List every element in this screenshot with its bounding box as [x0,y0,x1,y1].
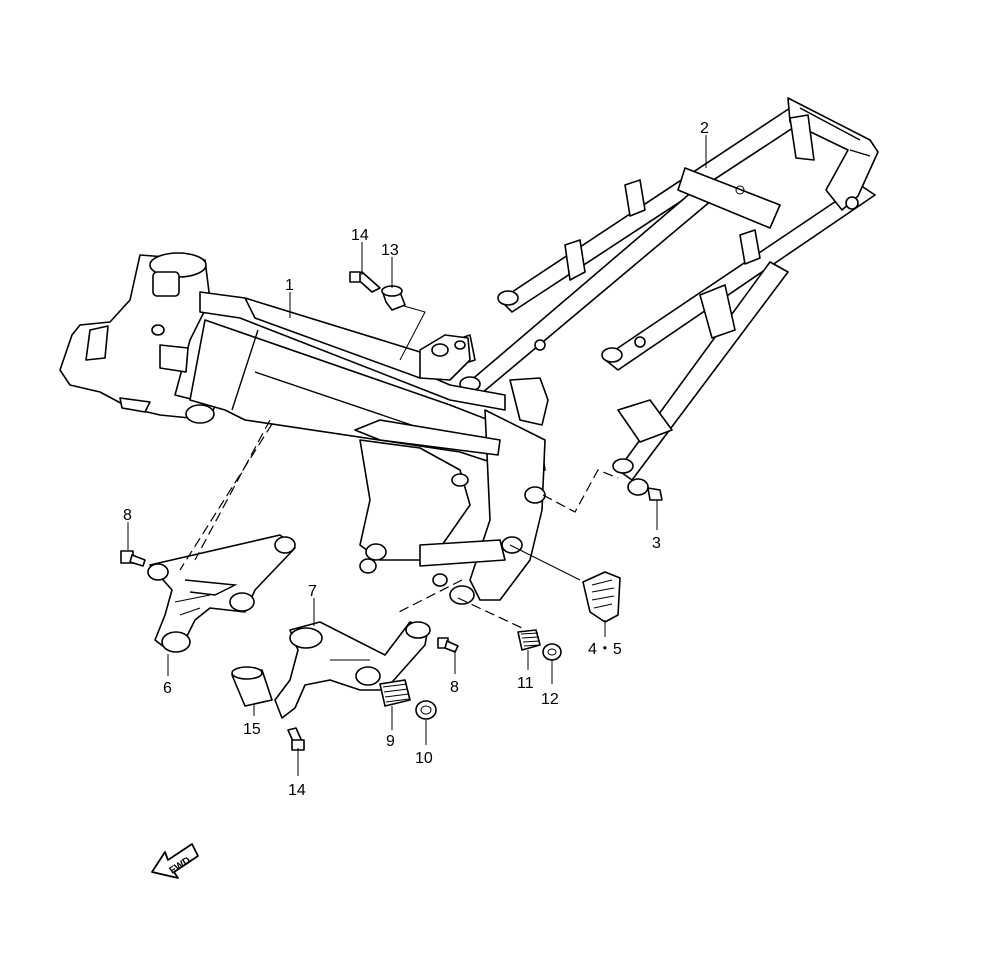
nut-12 [542,643,562,661]
rear-subframe [459,97,879,481]
bolt-8-left [120,550,146,567]
callout-8-left: 8 [123,507,132,524]
collar-13 [381,285,406,311]
callout-13: 13 [381,242,399,259]
callout-1: 1 [285,277,294,294]
callout-2: 2 [700,120,709,137]
cover-4-5 [582,571,621,623]
footrest-bracket-left [147,534,296,653]
callout-7: 7 [308,583,317,600]
callout-14-top: 14 [351,227,369,244]
bolt-14-top [349,271,381,293]
callout-10: 10 [415,750,433,767]
callout-14-bottom: 14 [288,782,306,799]
spring-9 [379,679,411,707]
callout-8-right: 8 [450,679,459,696]
callout-12: 12 [541,691,559,708]
callout-11: 11 [517,675,534,692]
callout-15: 15 [243,721,261,738]
callout-9: 9 [386,733,395,750]
collar-15 [231,666,273,707]
alignment-lines [179,419,619,629]
callouts: 1 2 3 4・5 6 7 8 8 9 10 11 12 13 14 15 14 [123,120,709,799]
footrest-bracket-right [274,621,431,719]
bolt-8-right [437,637,459,653]
bolt-14-bottom [287,727,305,751]
main-frame [59,252,549,605]
nut-10 [415,700,437,720]
bolt-3 [627,478,663,501]
callout-6: 6 [163,680,172,697]
fwd-arrow-icon: FWD [151,843,199,879]
callout-4-5: 4・5 [588,641,622,658]
callout-3: 3 [652,535,661,552]
spring-11 [517,629,541,651]
leader-lines [127,135,707,776]
